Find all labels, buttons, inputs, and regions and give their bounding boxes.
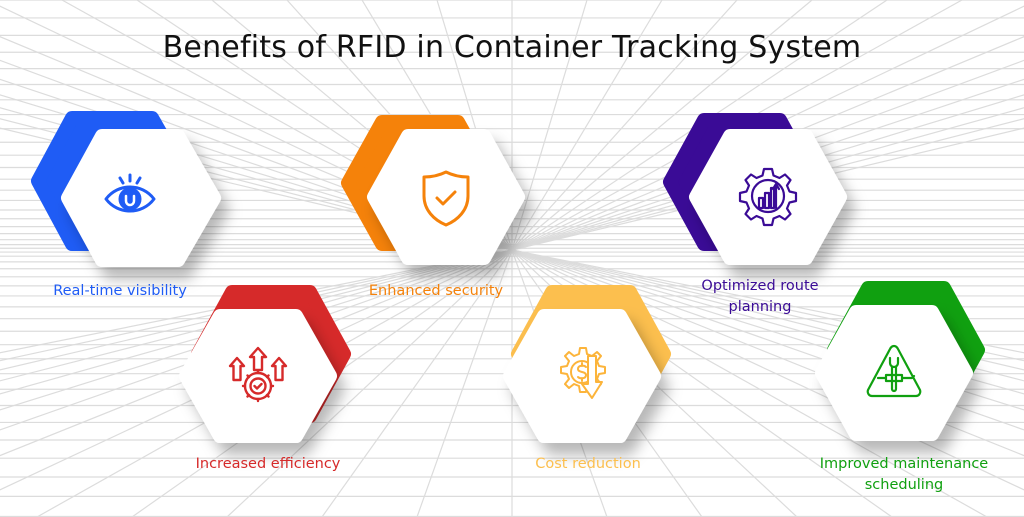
benefit-card-improved-maintenance-scheduling: Improved maintenance scheduling (815, 276, 1020, 493)
hexagon-badge (31, 111, 221, 267)
shield-check-icon (416, 168, 476, 228)
warning-tools-icon (864, 342, 924, 402)
benefit-label: Real-time visibility (53, 283, 187, 299)
benefit-label-line2: planning (728, 299, 792, 315)
benefit-card-cost-reduction: Cost reduction (500, 278, 700, 472)
benefit-card-enhanced-security: Enhanced security (336, 110, 536, 299)
benefit-card-optimized-route-planning: Optimized route planning (660, 106, 860, 315)
benefit-label-line1: Improved maintenance (819, 456, 989, 472)
hexagon-badge (815, 281, 985, 441)
gear-chart-icon (738, 166, 798, 227)
benefit-card-increased-efficiency: Increased efficiency (179, 278, 380, 472)
benefit-label: Enhanced security (368, 283, 504, 299)
benefit-label: Optimized route planning (660, 276, 860, 318)
benefit-label-line2: scheduling (864, 477, 944, 493)
page-title: Benefits of RFID in Container Tracking S… (162, 30, 862, 65)
eye-icon (100, 165, 160, 225)
benefit-label: Improved maintenance scheduling (804, 454, 1004, 496)
benefit-card-real-time-visibility: Real-time visibility (30, 110, 230, 299)
gear-arrows-up-icon (228, 344, 288, 404)
hexagon-badge (341, 115, 525, 265)
benefit-label: Increased efficiency (195, 456, 341, 472)
hexagon-badge (179, 285, 351, 443)
gear-dollar-down-icon (552, 344, 612, 404)
hexagon-badge (503, 285, 671, 443)
benefit-label: Cost reduction (535, 456, 641, 472)
benefit-label-line1: Optimized route (701, 278, 819, 294)
